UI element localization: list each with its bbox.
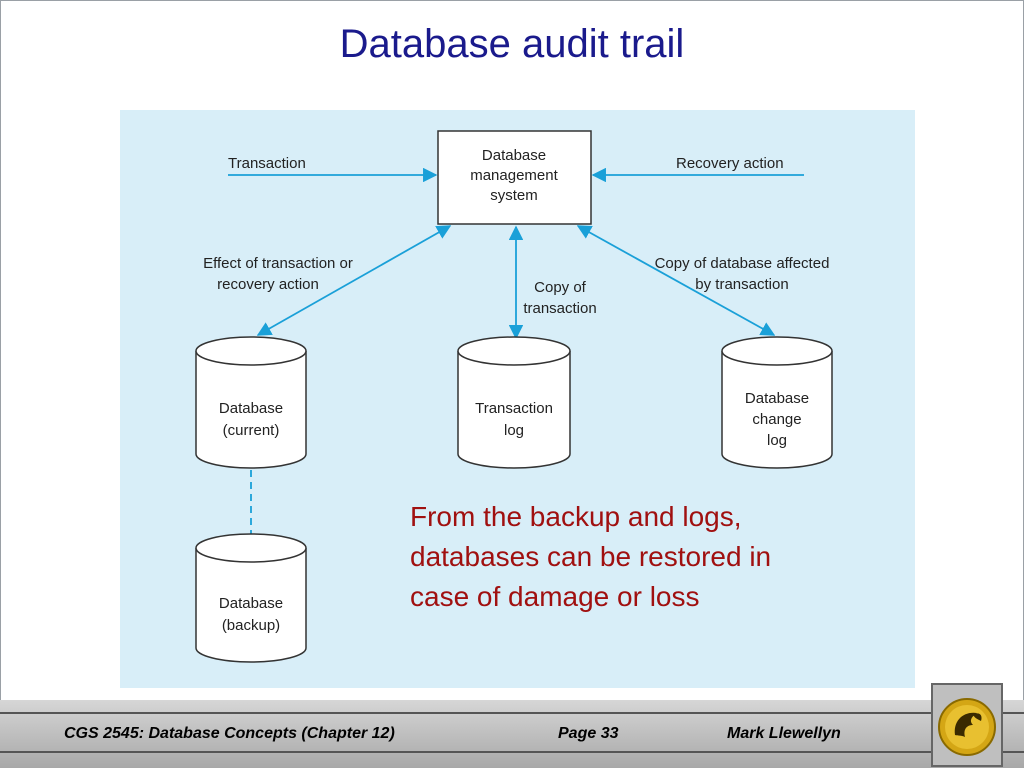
footer-bar — [0, 700, 1024, 768]
db-change-log-label-1: Database — [745, 390, 809, 407]
copy-transaction-label-1: Copy of — [534, 279, 587, 296]
db-current-cylinder — [195, 336, 307, 469]
dbms-label-3: system — [490, 187, 538, 204]
db-backup-label-1: Database — [219, 595, 283, 612]
copy-affected-label-1: Copy of database affected — [655, 255, 830, 272]
footer-divider-bottom — [0, 751, 1024, 753]
logo-box — [931, 683, 1003, 767]
db-change-log-cylinder — [721, 336, 833, 469]
copy-affected-label-2: by transaction — [695, 276, 788, 293]
callout-text: From the backup and logs, databases can … — [410, 501, 772, 612]
recovery-action-label: Recovery action — [676, 155, 784, 172]
footer-divider-top — [0, 712, 1024, 714]
effect-arrow — [256, 225, 452, 336]
dbms-label-2: management — [470, 167, 558, 184]
db-change-log-label-3: log — [767, 432, 787, 449]
dbms-label-1: Database — [482, 147, 546, 164]
ucf-pegasus-logo-icon — [938, 698, 996, 756]
dbms-box — [437, 130, 592, 225]
effect-label-2: recovery action — [217, 276, 319, 293]
transaction-log-label-2: log — [504, 422, 524, 439]
audit-trail-diagram: Database management system Transaction R… — [120, 110, 915, 688]
footer-course: CGS 2545: Database Concepts (Chapter 12) — [64, 725, 395, 742]
db-current-label-1: Database — [219, 400, 283, 417]
footer-author: Mark Llewellyn — [727, 725, 841, 742]
db-current-label-2: (current) — [223, 422, 280, 439]
effect-label-1: Effect of transaction or — [203, 255, 353, 272]
db-change-log-label-2: change — [752, 411, 801, 428]
transaction-log-label-1: Transaction — [475, 400, 553, 417]
slide-title: Database audit trail — [339, 22, 685, 66]
transaction-label: Transaction — [228, 155, 306, 172]
transaction-log-cylinder — [457, 336, 571, 469]
copy-affected-arrow — [576, 225, 776, 336]
copy-transaction-label-2: transaction — [523, 300, 596, 317]
db-backup-cylinder — [195, 533, 307, 663]
db-backup-label-2: (backup) — [222, 617, 280, 634]
footer-page: Page 33 — [558, 725, 619, 742]
diagram-svg: Database management system Transaction R… — [195, 130, 833, 663]
